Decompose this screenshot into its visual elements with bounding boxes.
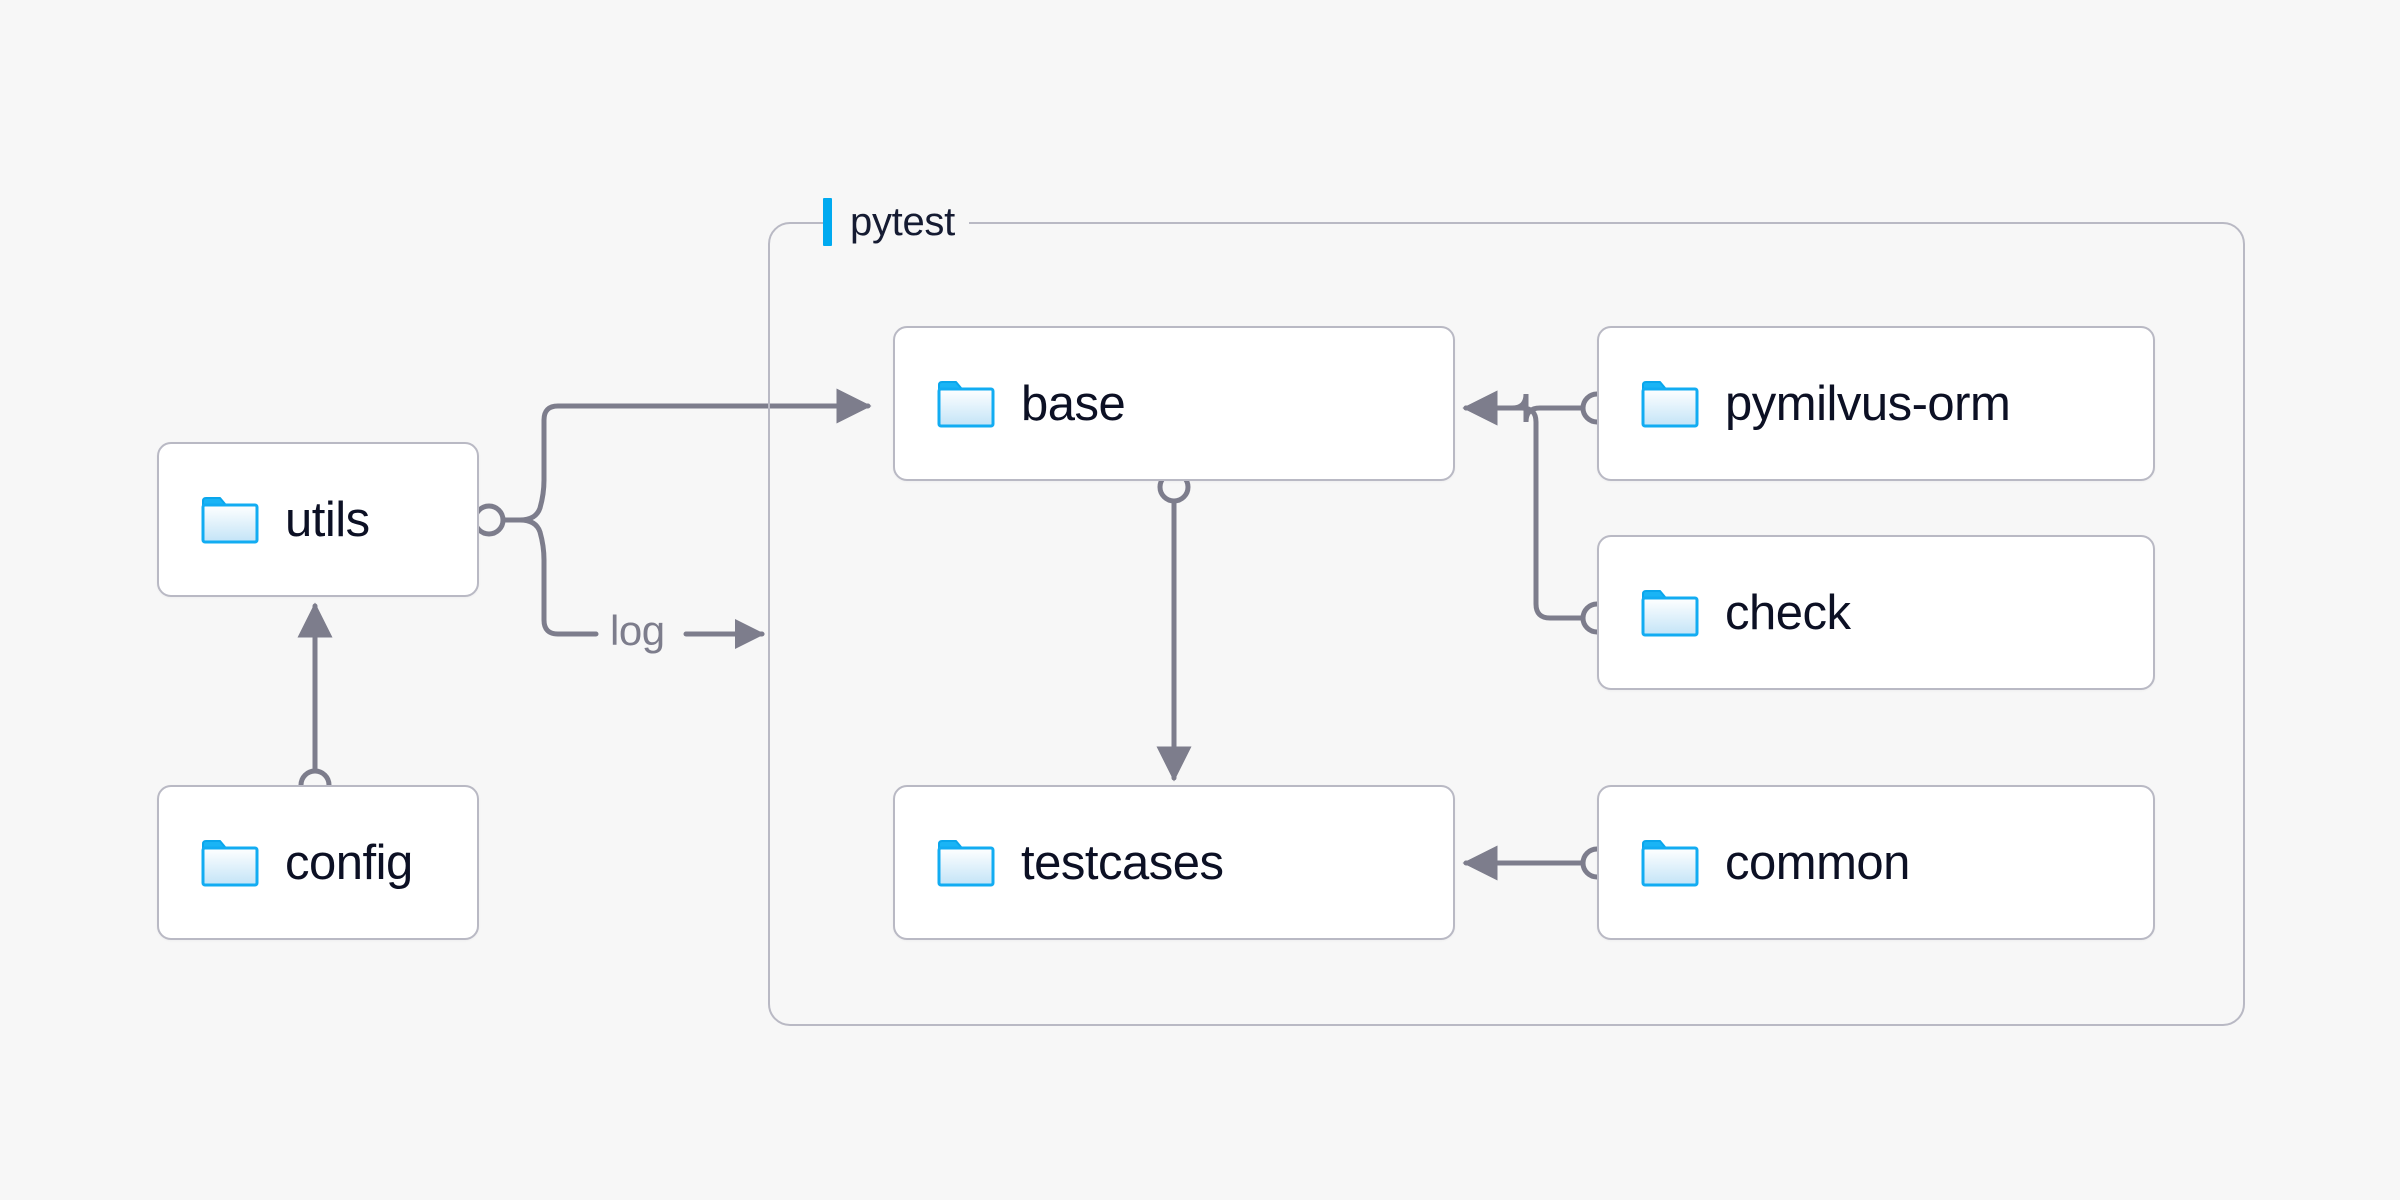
node-config[interactable]: config — [157, 785, 479, 940]
folder-icon — [1641, 380, 1699, 428]
edge-label-log: log — [600, 607, 675, 655]
node-common[interactable]: common — [1597, 785, 2155, 940]
node-label: config — [285, 835, 413, 890]
group-pytest-title: pytest — [823, 194, 969, 250]
group-accent-bar — [823, 198, 832, 246]
node-label: pymilvus-orm — [1725, 376, 2011, 431]
node-label: common — [1725, 835, 1910, 890]
folder-icon — [937, 839, 995, 887]
node-label: utils — [285, 492, 370, 547]
folder-icon — [1641, 839, 1699, 887]
group-pytest-label: pytest — [850, 199, 955, 244]
folder-icon — [1641, 589, 1699, 637]
node-label: check — [1725, 585, 1851, 640]
node-utils[interactable]: utils — [157, 442, 479, 597]
node-check[interactable]: check — [1597, 535, 2155, 690]
folder-icon — [201, 839, 259, 887]
node-pymilvus-orm[interactable]: pymilvus-orm — [1597, 326, 2155, 481]
port-utils-right — [472, 503, 506, 537]
folder-icon — [937, 380, 995, 428]
node-label: base — [1021, 376, 1126, 431]
node-label: testcases — [1021, 835, 1224, 890]
node-base[interactable]: base — [893, 326, 1455, 481]
group-pytest — [768, 222, 2245, 1026]
node-testcases[interactable]: testcases — [893, 785, 1455, 940]
folder-icon — [201, 496, 259, 544]
